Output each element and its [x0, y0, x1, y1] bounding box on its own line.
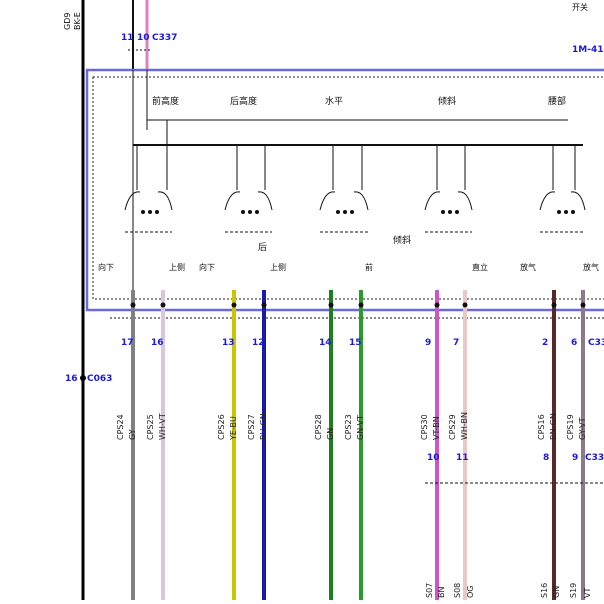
switch-group-3 [319, 145, 369, 233]
wire-junction-dot [551, 302, 557, 308]
wire-circuit-label: CPS28 [314, 414, 323, 440]
wire-circuit-label: CPS29 [448, 414, 457, 440]
func-label-4: 上侧 [270, 262, 286, 272]
top-pin-10: 10 [137, 33, 150, 43]
wire-color-label: YE-BU [229, 416, 238, 441]
bottom-code-4: S19 [569, 583, 578, 598]
top-left-code-1: GD9 [63, 13, 72, 30]
wire-junction-dot [434, 302, 440, 308]
func-label-1: 向下 [98, 262, 114, 272]
func-label-2: 上侧 [169, 262, 185, 272]
lower-connector-label: C339 [585, 453, 604, 463]
switch-header-front-height: 前高度 [152, 95, 179, 107]
wire-junction-dot [231, 302, 237, 308]
top-right-label: 开关 [572, 2, 588, 12]
wire-circuit-label: CPS19 [566, 414, 575, 440]
bottom-color-2: OG [466, 586, 475, 599]
upper-pin: 12 [252, 338, 265, 348]
func-label-8: 放气 [583, 262, 599, 272]
func-label-5: 前 [365, 262, 373, 272]
switch-header-horizontal: 水平 [325, 95, 343, 107]
wire-color-label: GN [326, 428, 335, 440]
wire-junction-dot [358, 302, 364, 308]
top-connector: C337 [152, 33, 177, 43]
switch-header-tilt: 倾斜 [438, 95, 456, 107]
wire-color-label: GN-VT [356, 415, 365, 440]
switch-group-2 [224, 145, 273, 233]
wire-junction-dot [261, 302, 267, 308]
bottom-code-2: S08 [453, 583, 462, 598]
switch-header-lumbar: 腰部 [548, 95, 566, 107]
wire-circuit-label: CPS30 [420, 414, 429, 440]
upper-pin: 13 [222, 338, 235, 348]
wire-circuit-label: CPS23 [344, 414, 353, 440]
bottom-color-3: GN [552, 586, 561, 598]
lower-pin-10: 10 [427, 453, 440, 463]
func-label-6: 直立 [472, 262, 488, 272]
bottom-code-1: S07 [425, 583, 434, 598]
wire-circuit-label: CPS26 [217, 414, 226, 440]
bottom-code-3: S16 [540, 583, 549, 598]
upper-pin: 2 [542, 338, 548, 348]
switch-header-rear-height: 后高度 [230, 95, 257, 107]
wire-junction-dot [328, 302, 334, 308]
bottom-color-4: VT [583, 588, 592, 598]
top-left-code-2: BK-E [73, 12, 82, 30]
lower-pin-9: 9 [572, 453, 578, 463]
bottom-color-1: BN [437, 587, 446, 598]
switch-group-4 [424, 145, 473, 233]
upper-pin: 16 [151, 338, 164, 348]
wire-color-label: BN-GN [549, 413, 558, 440]
left-splice-connector: C063 [87, 374, 112, 384]
lower-pin-8: 8 [543, 453, 549, 463]
upper-pin: 14 [319, 338, 332, 348]
switch-group-1 [124, 120, 173, 233]
mid-label-tilt: 倾斜 [393, 234, 411, 246]
wire-circuit-label: CPS16 [537, 414, 546, 440]
upper-pin: 9 [425, 338, 431, 348]
upper-connector-label: C337 [588, 338, 604, 348]
wire-junction-dot [462, 302, 468, 308]
upper-pin: 17 [121, 338, 134, 348]
wire-junction-dot [160, 302, 166, 308]
wire-color-label: WH-BN [460, 412, 469, 440]
wire-junction-dot [130, 302, 136, 308]
top-right-ref: 1M-41 [572, 45, 603, 55]
left-splice-dot [80, 375, 86, 381]
wire-color-label: WH-VT [158, 413, 167, 440]
wire-circuit-label: CPS24 [116, 414, 125, 440]
switch-assembly-box [85, 68, 604, 312]
switch-group-5 [539, 145, 586, 233]
wire-color-label: GY-VT [578, 417, 587, 440]
left-splice-pin: 16 [65, 374, 78, 384]
wire-color-label: GY [128, 429, 137, 440]
func-label-3: 向下 [199, 262, 215, 272]
func-label-7: 放气 [520, 262, 536, 272]
wire-circuit-label: CPS25 [146, 414, 155, 440]
upper-pin: 15 [349, 338, 362, 348]
wire-circuit-label: CPS27 [247, 414, 256, 440]
upper-pin: 7 [453, 338, 459, 348]
top-pin-11: 11 [121, 33, 134, 43]
wire-color-label: VT-BN [432, 416, 441, 440]
upper-pin: 6 [571, 338, 577, 348]
wire-color-label: BU-GN [259, 413, 268, 440]
mid-label-rear: 后 [258, 242, 267, 253]
lower-pin-11: 11 [456, 453, 469, 463]
wire-junction-dot [580, 302, 586, 308]
